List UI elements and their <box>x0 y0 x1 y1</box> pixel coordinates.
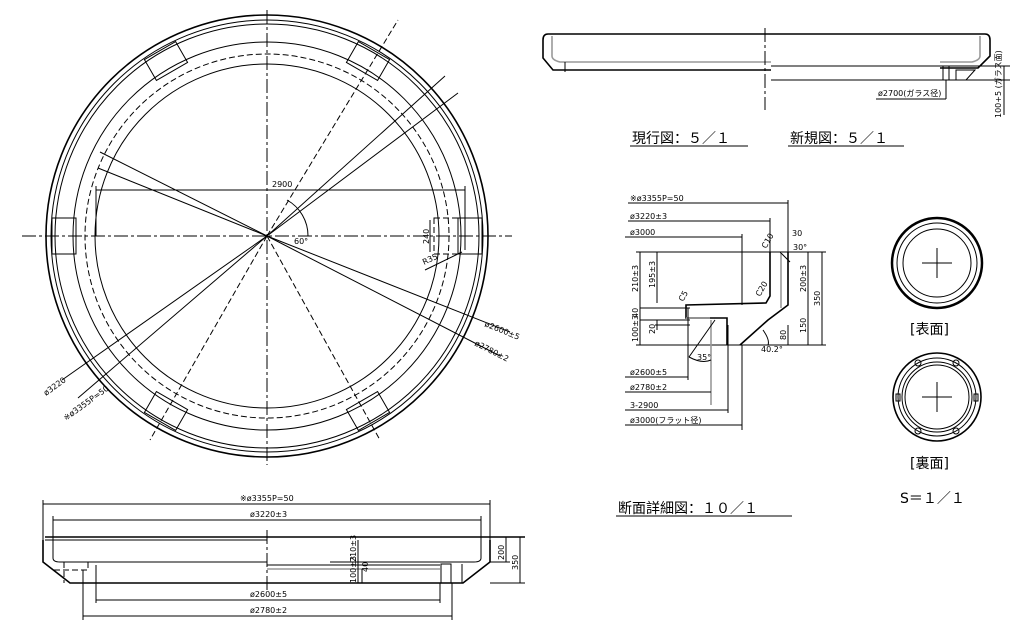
section-title: 断面詳細図：１０／１ <box>618 501 758 517</box>
label-80: 80 <box>779 330 788 340</box>
label-c5: C5 <box>677 289 690 303</box>
angle-arc <box>286 199 309 237</box>
label-350: 350 <box>511 555 520 570</box>
label-350: 350 <box>813 291 822 306</box>
label-210: 210±3 <box>631 265 640 292</box>
label-d2600: ø2600±5 <box>250 590 287 599</box>
label-d2780: ø2780±2 <box>473 339 510 364</box>
current-drawing-title: 現行図：５／１ <box>632 131 730 147</box>
label-d2600: ø2600±5 <box>483 320 521 342</box>
label-d3220: ø3220±3 <box>250 510 287 519</box>
label-glass-dia: ø2700(ガラス径) <box>878 88 941 98</box>
label-100: 100±3 <box>631 315 640 342</box>
label-30deg: 30° <box>793 243 807 252</box>
top-view: 2900 60° 240 R35 ø2600±5 ø2780±2 ø3220 ※… <box>22 10 521 465</box>
label-240: 240 <box>422 229 431 244</box>
back-label: [裏面] <box>910 455 949 472</box>
label-glass-height: 100+5 (ガラス面) <box>993 50 1003 118</box>
elevation-view: ø2700(ガラス径) 100+5 (ガラス面) 現行図：５／１ 新規図：５／１ <box>542 28 1010 147</box>
label-d2780: ø2780±2 <box>630 383 667 392</box>
label-d3000-flat: ø3000(フラット径) <box>630 415 702 425</box>
side-view: ※ø3355P=50 ø3220±3 ø2600±5 ø2780±2 200 3… <box>42 494 525 620</box>
front-label: [表面] <box>910 322 949 338</box>
label-d3355: ※ø3355P=50 <box>62 384 111 423</box>
label-d3220: ø3220±3 <box>630 212 667 221</box>
back-thumbnail: [裏面] S＝１／１ <box>892 352 982 507</box>
label-d3000: ø3000 <box>630 228 655 237</box>
label-d2780: ø2780±2 <box>250 606 287 615</box>
label-200: 200±3 <box>799 265 808 292</box>
label-35deg: 35° <box>697 353 711 362</box>
label-d3220: ø3220 <box>42 375 68 397</box>
label-d3355: ※ø3355P=50 <box>240 494 294 503</box>
label-2900: 2900 <box>272 180 292 189</box>
label-d2600: ø2600±5 <box>630 368 667 377</box>
label-c20: C20 <box>754 280 770 298</box>
label-100: 100±3 <box>349 556 358 583</box>
new-drawing-title: 新規図：５／１ <box>790 131 888 147</box>
label-2900: 3-2900 <box>630 401 658 410</box>
label-200: 200 <box>497 545 506 560</box>
label-20: 20 <box>648 324 657 334</box>
section-detail: ※ø3355P=50 ø3220±3 ø3000 C10 C20 C5 30 3… <box>616 194 826 517</box>
label-60deg: 60° <box>294 237 308 246</box>
label-30: 30 <box>792 229 802 238</box>
label-d3355: ※ø3355P=50 <box>630 194 684 203</box>
label-150: 150 <box>799 318 808 333</box>
front-thumbnail: [表面] <box>890 216 984 338</box>
label-210: 210±3 <box>349 535 358 562</box>
scale-label: S＝１／１ <box>900 491 965 507</box>
label-40deg: 40.2° <box>761 345 783 354</box>
label-40: 40 <box>631 308 640 318</box>
label-195: 195±3 <box>648 261 657 288</box>
label-c10: C10 <box>760 232 776 250</box>
label-40: 40 <box>361 562 370 572</box>
